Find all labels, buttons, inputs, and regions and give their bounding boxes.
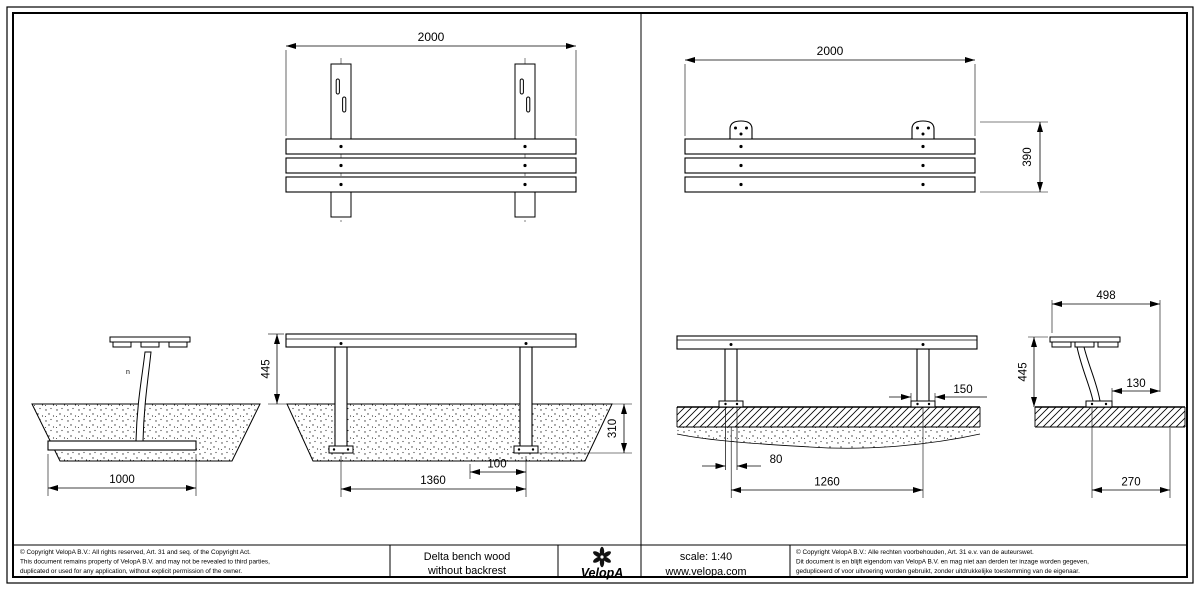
copyright-nl-line1: © Copyright VelopA B.V.: Alle rechten vo… — [796, 548, 1034, 556]
foot-bolts — [724, 402, 931, 406]
curved-leg — [135, 351, 152, 442]
dim-label-leg-span: 1260 — [814, 477, 840, 489]
bench-legs — [724, 348, 930, 403]
copyright-nl-line3: gedupliceerd of voor uitvoering worden g… — [796, 568, 1080, 575]
view-front-inground: 445 310 1360 100 — [261, 333, 632, 497]
anchor-bolts — [332, 448, 535, 451]
velopa-logo-icon — [593, 546, 611, 568]
foot-bolts — [1090, 402, 1108, 406]
website-link: www.velopa.com — [664, 566, 746, 578]
anchor-base-plate — [47, 440, 197, 451]
product-title: Delta bench wood without backrest — [424, 551, 510, 577]
seat-profile — [109, 336, 191, 348]
pavement-section — [1035, 407, 1185, 427]
pavement-section — [677, 407, 980, 427]
foot-plate — [1085, 400, 1113, 408]
dim-offset — [469, 464, 526, 479]
seat-bar — [676, 335, 978, 350]
bench-slats — [684, 138, 976, 193]
anchor-bolt-lines — [725, 407, 738, 470]
brand-name: VelopA — [581, 566, 624, 580]
view-plan-top: 2000 — [285, 30, 577, 222]
dim-label-base-width: 1000 — [109, 474, 135, 486]
copyright-en-line3: duplicated or used for any application, … — [20, 568, 242, 575]
dim-label-seat-height: 445 — [1018, 362, 1030, 381]
product-name-line2: without backrest — [427, 565, 506, 577]
scale-label: scale: 1:40 — [680, 551, 732, 563]
product-name-line1: Delta bench wood — [424, 551, 510, 563]
view-front-surface: 150 80 1260 — [676, 335, 987, 498]
inner-border — [12, 12, 1188, 578]
dim-label-bolt-spacing: 80 — [770, 454, 783, 466]
dim-label-foot-base: 270 — [1121, 477, 1140, 489]
leg-anchors — [328, 445, 539, 454]
ground-section — [31, 403, 261, 462]
seat-profile — [1049, 336, 1121, 348]
view-front-elevation: 2000 390 — [684, 44, 1048, 193]
dim-base-width — [47, 454, 197, 496]
dim-label-offset: 100 — [487, 459, 506, 471]
dim-label-seat-depth: 498 — [1096, 290, 1115, 302]
dim-label-foot-offset: 130 — [1126, 378, 1145, 390]
bench-slats — [285, 138, 577, 193]
leg-crossbars — [330, 63, 536, 218]
title-block: © Copyright VelopA B.V.: All rights rese… — [20, 546, 1089, 580]
dim-seat-height — [1028, 336, 1048, 407]
seat-bolts — [339, 342, 528, 345]
foot-plates — [718, 400, 936, 408]
dim-foot-plate — [889, 393, 987, 401]
dim-plan-width — [285, 43, 577, 136]
dim-label-seat-height: 445 — [261, 359, 273, 378]
copyright-english: © Copyright VelopA B.V.: All rights rese… — [20, 548, 270, 575]
cap-bolts — [734, 126, 930, 136]
brand-cell: VelopA — [581, 546, 624, 580]
outer-border — [6, 6, 1194, 584]
mounting-caps — [729, 120, 935, 140]
copyright-en-line2: This document remains property of VelopA… — [20, 559, 270, 566]
detail-mark: n — [126, 369, 130, 376]
dim-seat-height — [268, 333, 290, 405]
copyright-dutch: © Copyright VelopA B.V.: Alle rechten vo… — [796, 548, 1089, 575]
dim-leg-span — [730, 407, 924, 498]
dim-label-plan-width: 2000 — [418, 30, 445, 44]
view-side-inground: n 1000 — [31, 336, 261, 496]
dim-label-foot-plate: 150 — [953, 384, 972, 396]
dim-foot-base — [1091, 408, 1171, 498]
view-side-surface: 498 445 130 270 — [1018, 290, 1186, 498]
bolt-dots — [739, 144, 925, 187]
dim-leg-span — [340, 456, 527, 497]
curved-leg — [1076, 346, 1101, 402]
copyright-en-line1: © Copyright VelopA B.V.: All rights rese… — [20, 548, 251, 556]
dim-label-front-width: 2000 — [817, 44, 844, 58]
dim-label-leg-span: 1360 — [420, 475, 446, 487]
seat-bolts — [729, 343, 925, 346]
dim-seat-depth — [1051, 300, 1161, 392]
dim-label-front-height: 390 — [1022, 147, 1034, 166]
dim-label-ground-depth: 310 — [607, 419, 619, 438]
dim-ground-depth — [535, 403, 632, 454]
sheet-border — [6, 6, 1194, 584]
soil-section — [677, 427, 980, 449]
seat-bar — [285, 333, 577, 348]
bolt-dots — [339, 144, 527, 187]
dim-front-width — [684, 57, 976, 136]
scale-cell: scale: 1:40 www.velopa.com — [664, 551, 746, 578]
dim-front-height — [980, 121, 1048, 193]
copyright-nl-line2: Dit document is en blijft eigendom van V… — [796, 559, 1089, 566]
dim-foot-offset — [1111, 388, 1160, 401]
